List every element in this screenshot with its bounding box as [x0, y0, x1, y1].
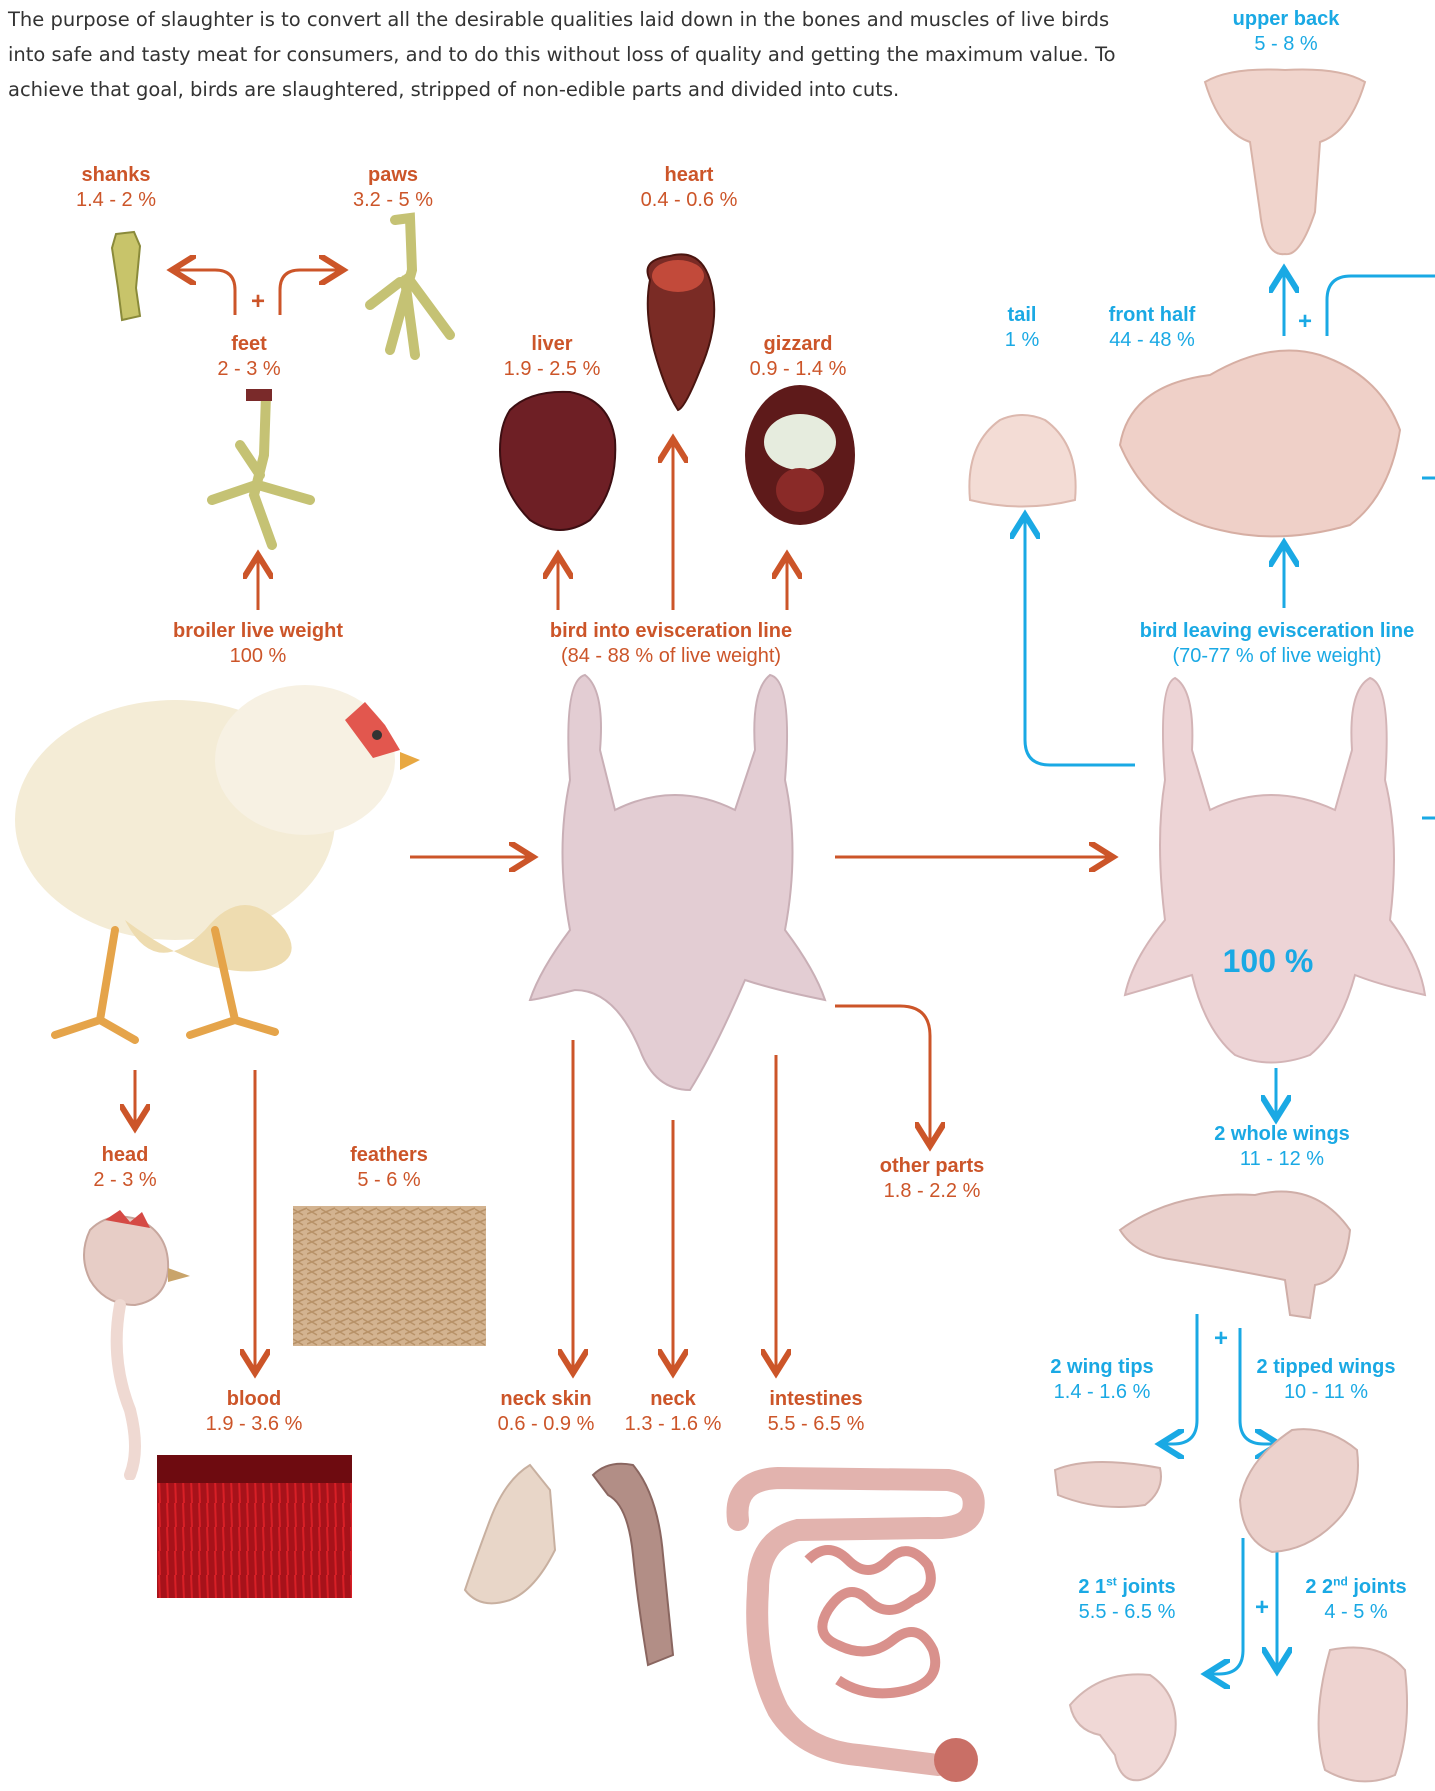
intestines-image: [718, 1460, 998, 1790]
heart-image: [630, 240, 725, 415]
arrow-to-wing-tips: [1163, 1314, 1197, 1444]
shanks-image: [96, 228, 156, 324]
gizzard-image: [740, 380, 860, 530]
arrow-feet-to-shanks: [175, 270, 235, 315]
front-half-image: [1110, 335, 1410, 545]
upper-back-image: [1190, 62, 1380, 262]
plus-joints: +: [1255, 1594, 1269, 1622]
label-bird-leaving-evisceration: bird leaving evisceration line(70-77 % o…: [1140, 619, 1415, 669]
blood-image: [157, 1455, 352, 1598]
plus-front-half: +: [1298, 308, 1312, 336]
first-joints-image: [1060, 1665, 1185, 1785]
arrow-feet-to-paws: [280, 270, 340, 315]
neck-image: [578, 1455, 688, 1675]
whole-wings-image: [1115, 1160, 1360, 1320]
feet-image: [200, 385, 320, 555]
paws-image: [350, 210, 465, 360]
live-broiler-image: [5, 680, 425, 1050]
feathers-image: [293, 1206, 486, 1346]
label-bird-into-evisceration: bird into evisceration line(84 - 88 % of…: [550, 619, 792, 669]
liver-image: [490, 380, 625, 540]
plus-wings: +: [1214, 1325, 1228, 1353]
tipped-wings-image: [1232, 1420, 1367, 1560]
arrow-to-tail: [1025, 518, 1135, 765]
neck-skin-image: [455, 1460, 565, 1610]
wing-tips-image: [1050, 1450, 1170, 1515]
carcass-image: [1120, 670, 1430, 1070]
arrow-to-other-parts: [835, 1006, 930, 1143]
second-joints-image: [1300, 1640, 1415, 1790]
plus-feet: +: [251, 288, 265, 316]
head-image: [50, 1210, 200, 1480]
tail-image: [960, 405, 1085, 510]
arrow-upper-back-branch: [1327, 276, 1435, 336]
eviscerated-bird-image: [515, 670, 840, 1100]
carcass-percentage: 100 %: [1223, 943, 1314, 980]
